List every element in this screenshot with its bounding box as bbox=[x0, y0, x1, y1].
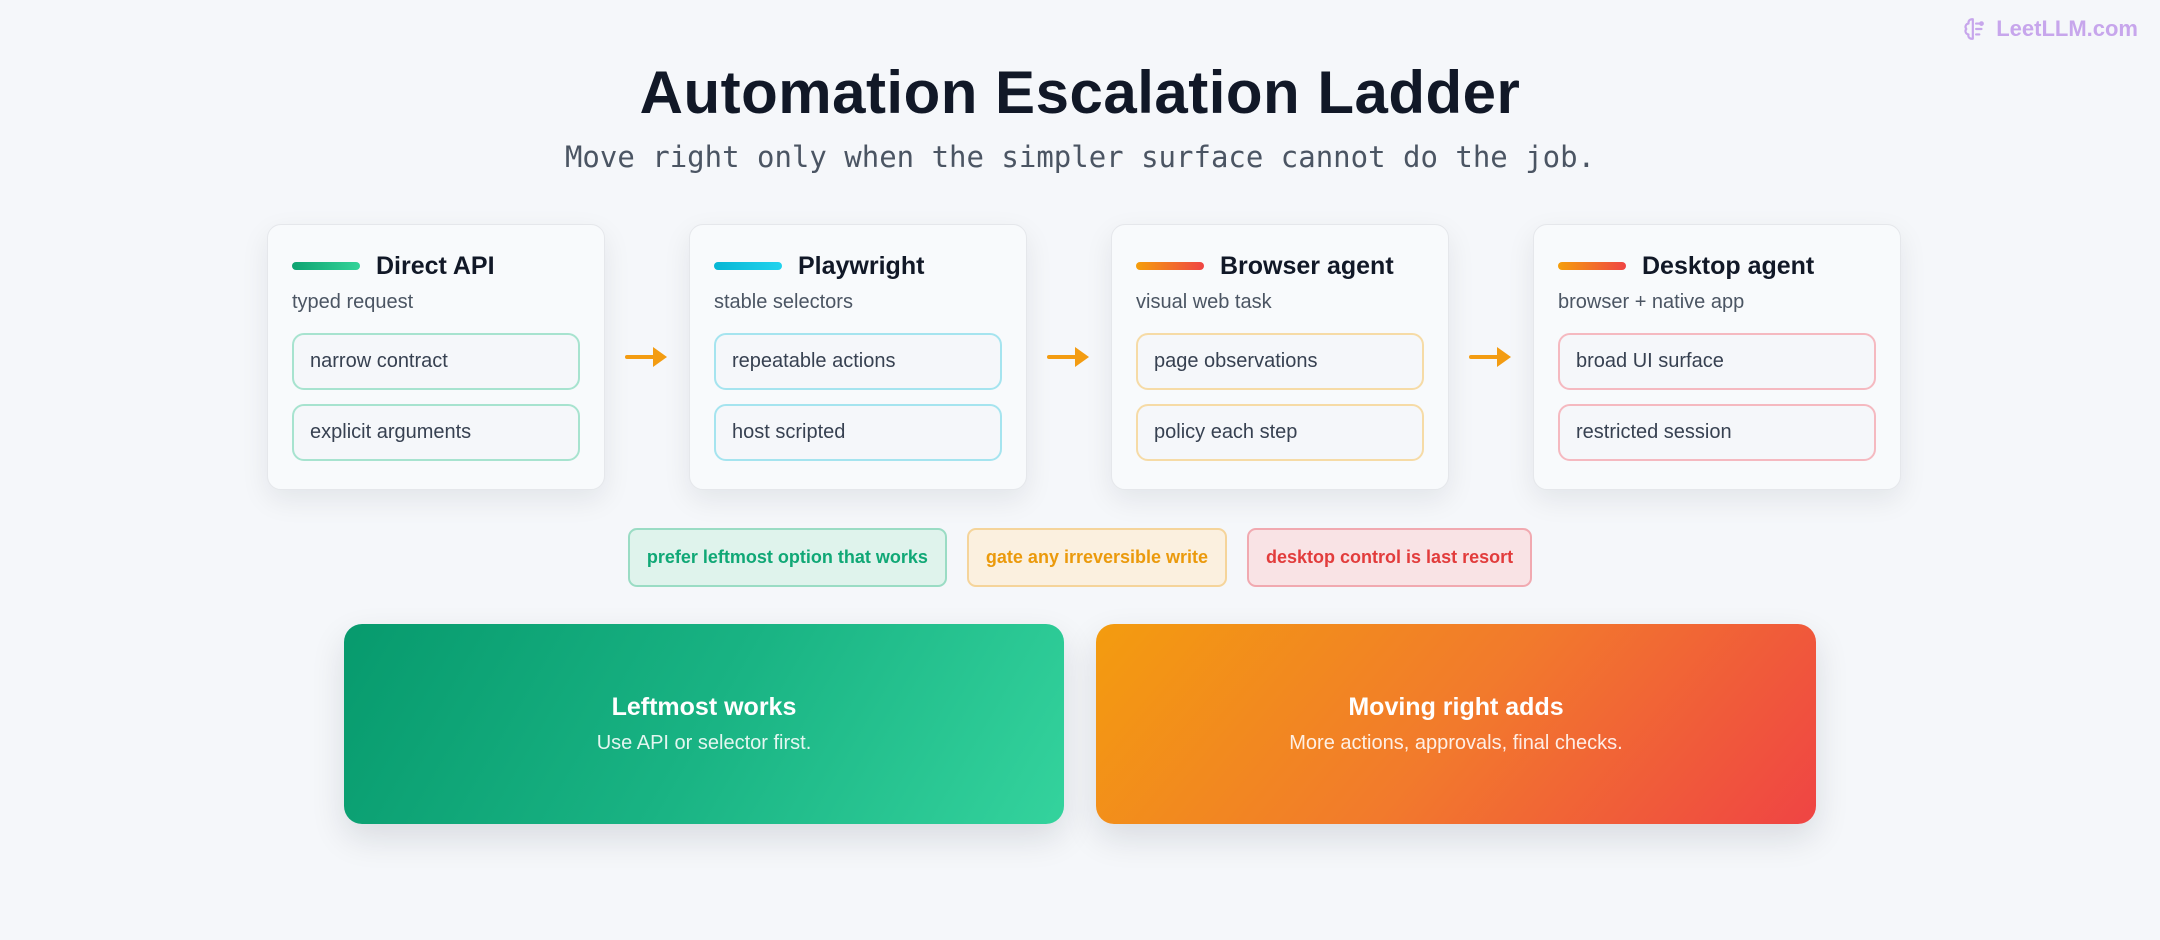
stage-card-browser-agent: Browser agent visual web task page obser… bbox=[1111, 224, 1449, 490]
brain-icon bbox=[1964, 18, 1985, 40]
stage-accent-bar bbox=[714, 262, 782, 270]
guideline-tags: prefer leftmost option that works gate a… bbox=[0, 528, 2160, 587]
panel-text: Use API or selector first. bbox=[596, 732, 812, 754]
arrow-right-icon bbox=[625, 347, 667, 367]
escalation-stages: Direct API typed request narrow contract… bbox=[267, 224, 1901, 490]
page-subtitle: Move right only when the simpler surface… bbox=[564, 140, 1596, 174]
stage-title: Direct API bbox=[376, 251, 495, 280]
panel-leftmost-works: Leftmost works Use API or selector first… bbox=[344, 624, 1064, 824]
stage-card-desktop-agent: Desktop agent browser + native app broad… bbox=[1533, 224, 1901, 490]
stage-chip: narrow contract bbox=[292, 333, 580, 390]
stage-subtitle: visual web task bbox=[1136, 291, 1272, 313]
stage-chip: explicit arguments bbox=[292, 404, 580, 461]
stage-card-direct-api: Direct API typed request narrow contract… bbox=[267, 224, 605, 490]
arrow-right-icon bbox=[1469, 347, 1511, 367]
stage-title: Playwright bbox=[798, 251, 925, 280]
stage-subtitle: typed request bbox=[292, 291, 414, 313]
brand-watermark: LeetLLM.com bbox=[1962, 16, 2138, 42]
tag-desktop-last-resort: desktop control is last resort bbox=[1247, 528, 1533, 587]
stage-subtitle: browser + native app bbox=[1558, 291, 1745, 313]
panel-title: Leftmost works bbox=[611, 693, 797, 721]
arrow-right-icon bbox=[1047, 347, 1089, 367]
tag-prefer-leftmost: prefer leftmost option that works bbox=[627, 528, 947, 587]
stage-card-playwright: Playwright stable selectors repeatable a… bbox=[689, 224, 1027, 490]
stage-title: Browser agent bbox=[1220, 251, 1394, 280]
panel-text: More actions, approvals, final checks. bbox=[1289, 732, 1623, 754]
stage-chip: host scripted bbox=[714, 404, 1002, 461]
stage-accent-bar bbox=[1136, 262, 1204, 270]
stage-subtitle: stable selectors bbox=[714, 291, 853, 313]
stage-chip: policy each step bbox=[1136, 404, 1424, 461]
stage-chip: page observations bbox=[1136, 333, 1424, 390]
brand-name: LeetLLM.com bbox=[1996, 16, 2138, 41]
arrow-connector bbox=[1027, 344, 1111, 370]
arrow-connector bbox=[605, 344, 689, 370]
panel-title: Moving right adds bbox=[1348, 693, 1564, 721]
stage-accent-bar bbox=[1558, 262, 1626, 270]
stage-chip: repeatable actions bbox=[714, 333, 1002, 390]
panel-moving-right-adds: Moving right adds More actions, approval… bbox=[1096, 624, 1816, 824]
stage-accent-bar bbox=[292, 262, 360, 270]
stage-chip: restricted session bbox=[1558, 404, 1876, 461]
arrow-connector bbox=[1449, 344, 1533, 370]
stage-title: Desktop agent bbox=[1642, 251, 1815, 280]
stage-chip: broad UI surface bbox=[1558, 333, 1876, 390]
tag-gate-writes: gate any irreversible write bbox=[966, 528, 1228, 587]
page-title: Automation Escalation Ladder bbox=[639, 59, 1521, 126]
